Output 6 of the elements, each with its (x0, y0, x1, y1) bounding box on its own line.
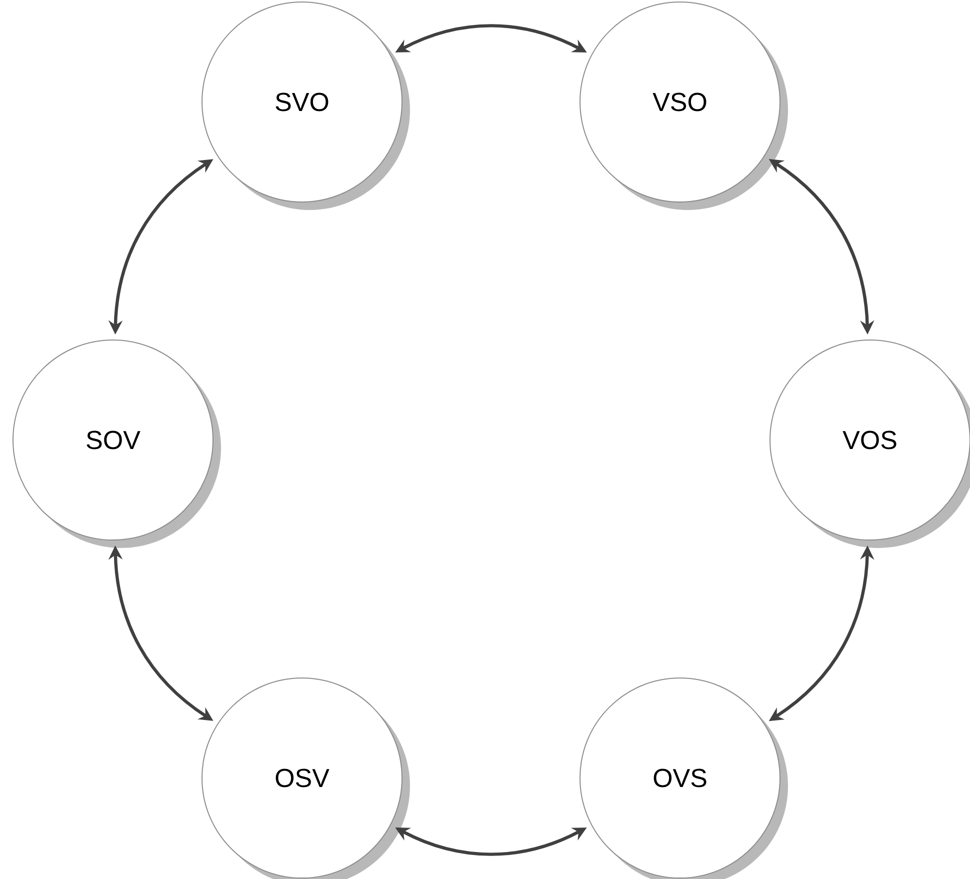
circle-node: OVS (580, 678, 788, 879)
circle-node: SOV (12, 340, 221, 548)
circle-node: VSO (580, 2, 788, 210)
circle-node: OSV (202, 678, 410, 879)
circle-node: VOS (770, 340, 970, 548)
circle-node: SVO (202, 2, 410, 210)
